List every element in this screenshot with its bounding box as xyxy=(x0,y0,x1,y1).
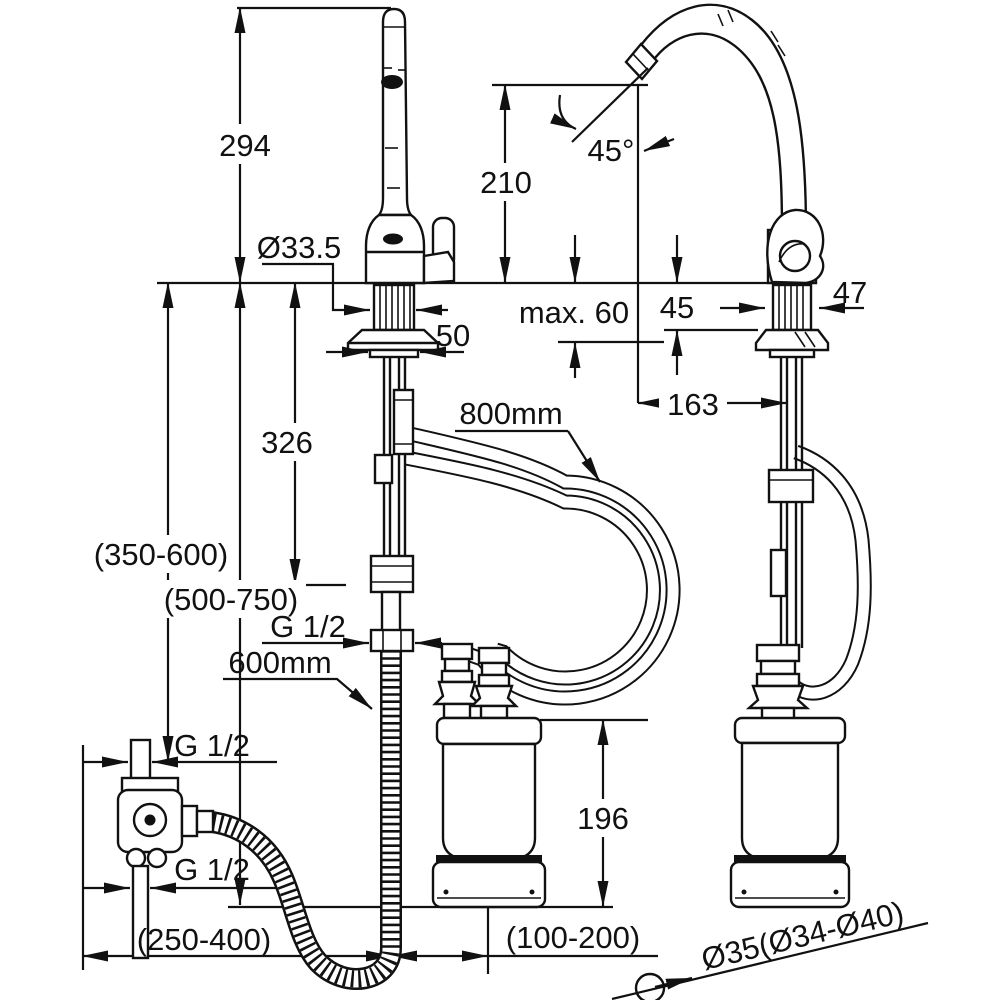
angle-stop-valve xyxy=(116,738,215,960)
cartridge-body-side xyxy=(740,741,840,859)
filter-hose-coil xyxy=(400,424,681,706)
check-valve-fitting xyxy=(392,388,415,456)
cartridge-plug-side xyxy=(745,643,811,722)
dim-210: 210 xyxy=(480,165,532,200)
hole-symbol xyxy=(634,972,666,1000)
dim-g12-valve-in: G 1/2 xyxy=(174,728,250,763)
connection-pipe xyxy=(380,590,402,634)
dimension-leaders xyxy=(223,67,929,1000)
hex-coupler xyxy=(369,554,415,594)
cartridge-band-front xyxy=(436,855,542,862)
dim-g12-filter: G 1/2 xyxy=(270,609,346,644)
dim-196: 196 xyxy=(577,801,629,836)
cartridge-band-side xyxy=(734,855,846,862)
dim-163: 163 xyxy=(667,387,719,422)
dim-50: 50 xyxy=(436,318,470,353)
handle-knob-side xyxy=(778,239,812,273)
cartridge-body-front xyxy=(441,742,537,859)
dim-45: 45 xyxy=(660,290,694,325)
dim-33-5: Ø33.5 xyxy=(257,230,341,265)
threaded-shank-side xyxy=(771,283,813,332)
filter-hose-loop-side xyxy=(789,444,872,701)
handle-side xyxy=(766,208,825,285)
dim-326: 326 xyxy=(261,425,313,460)
dim-800mm: 800mm xyxy=(459,396,562,431)
hex-nut-g12 xyxy=(369,628,415,653)
threaded-shank-front xyxy=(372,283,416,332)
dim-350-600: (350-600) xyxy=(94,537,228,572)
spout-nozzle xyxy=(624,42,659,81)
front-view-faucet xyxy=(346,7,456,653)
filter-cartridge-front xyxy=(431,642,547,909)
tube-fitting-side xyxy=(769,548,788,598)
tube-connector-fitting xyxy=(373,453,394,485)
hoses xyxy=(210,424,872,990)
corrugated-supply-hose xyxy=(210,650,402,990)
mounting-collar-front xyxy=(368,348,420,359)
mounting-plate-side xyxy=(754,328,830,352)
gooseneck-spout xyxy=(626,3,808,234)
dimension-labels: 294 Ø33.5 50 326 (350-600) (500-750) G 1… xyxy=(86,124,907,977)
angle-line-45 xyxy=(571,67,649,143)
dim-600mm: 600mm xyxy=(228,645,331,680)
dim-100-200: (100-200) xyxy=(506,920,640,955)
dim-294: 294 xyxy=(219,128,271,163)
dim-250-400: (250-400) xyxy=(137,922,271,957)
side-view-faucet xyxy=(624,3,830,648)
handle-base-front xyxy=(422,250,456,285)
dim-45deg: 45° xyxy=(588,133,635,168)
mounting-plate-front xyxy=(346,328,440,352)
spout-front xyxy=(376,7,414,217)
dim-47: 47 xyxy=(833,275,867,310)
valve-outlet-port xyxy=(180,804,199,838)
faucet-body-front xyxy=(364,213,426,285)
dim-g12-valve-out: G 1/2 xyxy=(174,852,250,887)
cartridge-head-front xyxy=(435,716,543,746)
spout-marking xyxy=(381,75,403,89)
filter-cartridge-side xyxy=(729,643,851,909)
cartridge-base-side xyxy=(729,860,851,909)
hex-fitting-side xyxy=(767,468,815,504)
valve-outlet-pipe xyxy=(131,864,150,960)
cartridge-plug-right xyxy=(469,646,519,720)
dim-max-60: max. 60 xyxy=(519,295,629,330)
dim-500-750: (500-750) xyxy=(164,582,298,617)
mounting-collar-side xyxy=(768,348,816,359)
cartridge-head-side xyxy=(733,716,847,745)
hole-callout xyxy=(611,921,929,1000)
cartridge-base-front xyxy=(431,860,547,909)
